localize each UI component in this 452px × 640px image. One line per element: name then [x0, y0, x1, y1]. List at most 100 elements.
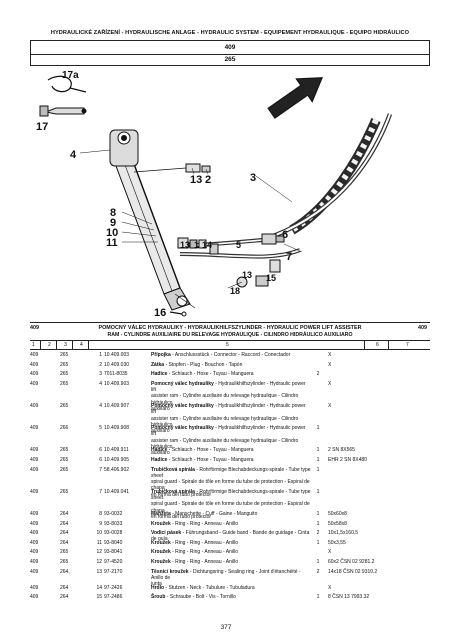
spiral-hose — [289, 118, 381, 235]
cell-group: 409 — [30, 488, 39, 495]
callout-5: 5 — [236, 240, 241, 250]
cell-note: 2 SN 8X565 — [328, 447, 355, 454]
part-translations: - Dichtungsring - Sealing ring - Joint d… — [151, 568, 301, 581]
cell-subgroup: 264 — [60, 530, 69, 537]
cell-quantity: 1 — [316, 511, 320, 517]
subgroup-code: 265 — [224, 56, 236, 63]
cell-quantity: 2 — [316, 530, 320, 537]
cell-quantity: 1 — [316, 559, 320, 565]
cell-description: Pomocný válec hydrauliky - Hydraulikhilf… — [151, 425, 311, 456]
cell-position: 2 — [99, 361, 102, 368]
callout-13c: 13 — [242, 270, 252, 280]
cell-part-number: 93-0028 — [104, 530, 123, 537]
cell-subgroup: 264, — [60, 568, 70, 575]
callout-8: 8 — [110, 207, 116, 219]
cell-part-number: 10.409.907 — [104, 403, 130, 409]
col-7-label: 7 — [406, 342, 409, 348]
part-name: Manžeta — [151, 511, 171, 517]
part-name: Těsnicí kroužek — [151, 568, 189, 575]
cell-part-number: 97-2170 — [104, 568, 123, 575]
col-4-label: 4 — [80, 342, 83, 348]
cell-subgroup: 265 — [60, 371, 69, 378]
col-1-label: 1 — [32, 342, 35, 348]
cell-note: 14x18 ČSN 02 9310.2 — [328, 568, 378, 575]
part-name: Trubičková spirála — [151, 466, 195, 473]
cell-description: Kroužek - Ring - Ring - Anneau - Anillo — [151, 559, 311, 565]
cell-part-number: 10.409.041 — [104, 488, 130, 495]
cylinder-body — [115, 163, 181, 295]
part-name: Hrdlo — [151, 584, 165, 591]
callout-16: 16 — [154, 307, 166, 319]
cell-description: Kroužek - Ring - Ring - Anneau - Anillo — [151, 521, 311, 527]
cell-group: 409 — [30, 361, 39, 368]
cell-group: 409 — [30, 425, 39, 432]
part-translations: - Hydraulikhilfszylinder - Hydraulic pow… — [151, 425, 306, 438]
cell-quantity: 1 — [316, 466, 320, 473]
part-name: Trubičková spirála — [151, 488, 195, 495]
part-translations: - Hydraulikhilfszylinder - Hydraulic pow… — [151, 380, 306, 394]
part-translations-cont: junta — [151, 581, 162, 588]
cell-description: Pomocný válec hydrauliky - Hydraulikhilf… — [151, 403, 311, 434]
part-translations: - Stopfen - Plug - Bouchon - Tapón — [165, 361, 243, 368]
hose-end-6 — [261, 233, 285, 245]
cell-position: 3 — [99, 371, 102, 378]
col-3-label: 3 — [64, 342, 67, 348]
cell-quantity: 1 — [316, 447, 320, 454]
cell-position: 13 — [96, 568, 102, 575]
cell-group: 409 — [30, 568, 39, 575]
cell-note: 50x58x8 — [328, 520, 347, 527]
pin-17 — [39, 105, 87, 117]
page-header-title: HYDRAULICKÉ ZAŘÍZENÍ - HYDRAULISCHE ANLA… — [50, 30, 410, 36]
col-divider — [72, 340, 73, 349]
part-name: Zátka — [151, 361, 165, 368]
cell-subgroup: 265 — [60, 549, 69, 556]
part-name: Přípojka — [151, 352, 171, 358]
cell-part-number: 10.409.030 — [104, 361, 130, 368]
cell-description: Manžeta - Manschette - Cuff - Gaine - Ma… — [151, 511, 311, 517]
cell-subgroup: 264 — [60, 511, 69, 517]
cell-description: Hadice - Schlauch - Hose - Tuyau - Mangu… — [151, 371, 311, 377]
cell-position: 1 — [99, 352, 102, 358]
callout-1: 1 — [194, 240, 199, 250]
table-group-left: 409 — [30, 325, 39, 331]
cell-group: 409 — [30, 466, 39, 473]
cell-description: Hrdlo - Stutzen - Neck - Tubulure - Tubu… — [151, 585, 311, 591]
cell-position: 12 — [96, 559, 102, 565]
parts-diagram: 17a 17 4 13 2 3 8 9 10 11 13 1 14 5 6 7 … — [36, 70, 393, 319]
cell-part-number: 93-8033 — [104, 520, 123, 527]
cell-part-number: 10.409.903 — [104, 380, 130, 387]
cell-group: 409 — [30, 380, 39, 387]
part-name: Pomocný válec hydrauliky — [151, 403, 214, 409]
part-name: Hadice — [151, 447, 168, 454]
bottom-clevis — [163, 287, 196, 311]
table-title-line2: RAM - CYLINDRE AUXILIAIRE DU RELEVAGE HY… — [107, 332, 353, 338]
part-translations: - Schraube - Bolt - Vis - Tornillo — [166, 594, 236, 601]
cell-position: 15 — [96, 594, 102, 601]
part-translations: - Anschlussstück - Connector - Raccord -… — [172, 352, 291, 358]
cell-group: 409 — [30, 371, 39, 378]
cell-note: X — [328, 584, 332, 591]
part-translations: - Ring - Ring - Anneau - Anillo — [172, 520, 238, 527]
cell-position: 4 — [99, 403, 102, 409]
col-5-label: 5 — [226, 342, 229, 348]
cell-description: Trubičková spirála - Rohrförmige Blechab… — [151, 467, 311, 498]
cell-description: Hadice - Schlauch - Hose - Tuyau - Mangu… — [151, 457, 311, 463]
part-name: Pomocný válec hydrauliky — [151, 425, 214, 432]
cell-note: 8 ČSN 13 7993.32 — [328, 594, 370, 601]
fittings-cluster — [177, 237, 219, 255]
cell-quantity: 2 — [316, 371, 320, 378]
callout-18: 18 — [230, 286, 240, 296]
cell-position: 7 — [99, 488, 102, 495]
part-translations: - Hydraulikhilfszylinder - Hydraulic pow… — [151, 403, 306, 416]
cell-position: 14 — [96, 584, 102, 591]
cell-quantity: 1 — [316, 488, 320, 495]
cell-subgroup: 265 — [60, 457, 69, 463]
part-translations-cont: spiral guard - Spirale de tôle en forme … — [151, 501, 310, 514]
cell-position: 7 — [99, 466, 102, 473]
cell-description: Kroužek - Ring - Ring - Anneau - Anillo — [151, 549, 311, 555]
cell-group: 409 — [30, 584, 39, 591]
cell-description: Šroub - Schraube - Bolt - Vis - Tornillo — [151, 594, 311, 600]
cell-subgroup: 266 — [60, 425, 69, 432]
cell-description: Vodicí pásek - Führungsband - Guide band… — [151, 530, 311, 543]
